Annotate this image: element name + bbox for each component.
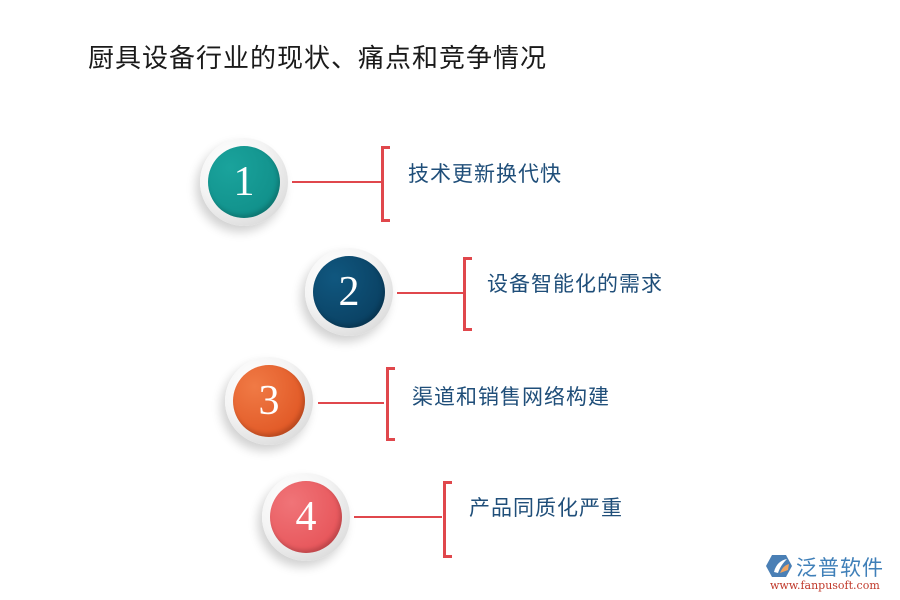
fanpu-logo-icon (766, 555, 792, 577)
bracket (443, 481, 452, 558)
brand-name: 泛普软件 (796, 556, 884, 580)
number-badge-ring: 4 (262, 473, 350, 561)
brand-url: www.fanpusoft.com (770, 579, 880, 592)
bracket (381, 146, 390, 222)
connector-line (318, 402, 384, 404)
bracket (463, 257, 472, 331)
item-label: 技术更新换代快 (408, 162, 562, 186)
number-badge: 4 (270, 481, 342, 553)
connector-line (397, 292, 464, 294)
item-label: 设备智能化的需求 (487, 272, 663, 296)
item-label: 产品同质化严重 (469, 496, 623, 520)
item-label: 渠道和销售网络构建 (412, 385, 610, 409)
number-badge: 3 (233, 365, 305, 437)
connector-line (354, 516, 442, 518)
number-badge-ring: 3 (225, 357, 313, 445)
number-badge-ring: 1 (200, 138, 288, 226)
connector-line (292, 181, 382, 183)
number-badge-ring: 2 (305, 248, 393, 336)
number-badge: 2 (313, 256, 385, 328)
page-title: 厨具设备行业的现状、痛点和竞争情况 (88, 44, 548, 74)
number-badge: 1 (208, 146, 280, 218)
bracket (386, 367, 395, 441)
